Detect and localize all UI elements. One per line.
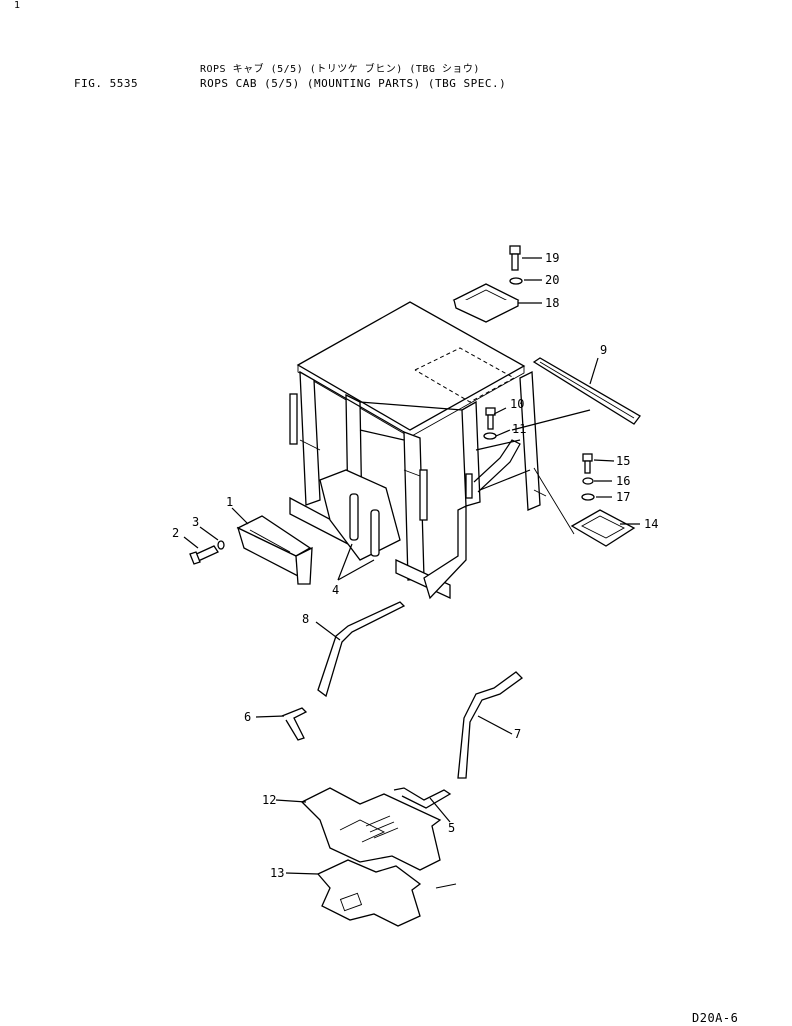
part-9-rail <box>532 357 641 425</box>
callout-7: 7 <box>514 727 521 741</box>
part-8-rod <box>317 601 406 698</box>
part-3-washer <box>217 540 225 550</box>
callout-2: 2 <box>172 526 179 540</box>
part-12-floor-mat <box>300 787 442 871</box>
figure-number: FIG. 5535 <box>74 77 139 90</box>
part-19-bolt <box>509 245 521 271</box>
callout-11: 11 <box>512 422 526 436</box>
callout-13: 13 <box>270 866 284 880</box>
callout-19: 19 <box>545 251 559 265</box>
part-14-plate <box>570 509 636 547</box>
corner-mark: 1 <box>14 0 21 11</box>
callout-8: 8 <box>302 612 309 626</box>
title-japanese: ROPS キャブ (5/5) (トリツケ ブヒン) (TBG ショウ) <box>200 64 480 75</box>
callout-12: 12 <box>262 793 276 807</box>
part-10-bolt <box>485 407 496 430</box>
callout-5: 5 <box>448 821 455 835</box>
part-2-bolt <box>189 545 219 565</box>
callout-9: 9 <box>600 343 607 357</box>
callout-18: 18 <box>545 296 559 310</box>
callout-1: 1 <box>226 495 233 509</box>
callout-14: 14 <box>644 517 658 531</box>
callout-4: 4 <box>332 583 339 597</box>
part-7-rod <box>457 671 523 779</box>
leader-lines <box>183 257 640 875</box>
part-5-handle <box>393 787 452 809</box>
part-18-cover <box>452 283 520 323</box>
part-13-floor-mat <box>316 859 457 927</box>
callout-15: 15 <box>616 454 630 468</box>
title-english: ROPS CAB (5/5) (MOUNTING PARTS) (TBG SPE… <box>200 77 507 90</box>
part-15-bolt <box>582 453 593 474</box>
callout-6: 6 <box>244 710 251 724</box>
callout-20: 20 <box>545 273 559 287</box>
callout-labels: 1 2 3 4 5 6 7 8 9 10 11 12 13 14 15 16 1… <box>172 251 658 880</box>
part-1-bracket <box>236 515 313 585</box>
callout-3: 3 <box>192 515 199 529</box>
page-code: D20A-6 <box>692 1011 739 1025</box>
part-20-washer <box>509 277 523 285</box>
rops-cab-frame <box>289 301 547 600</box>
part-17-washer <box>581 493 595 501</box>
mount-bracket-right <box>473 439 521 493</box>
callout-10: 10 <box>510 397 524 411</box>
callout-17: 17 <box>616 490 630 504</box>
part-11-washer <box>483 432 497 440</box>
callout-16: 16 <box>616 474 630 488</box>
part-6-handle <box>281 707 308 741</box>
part-16-washer <box>582 477 594 485</box>
